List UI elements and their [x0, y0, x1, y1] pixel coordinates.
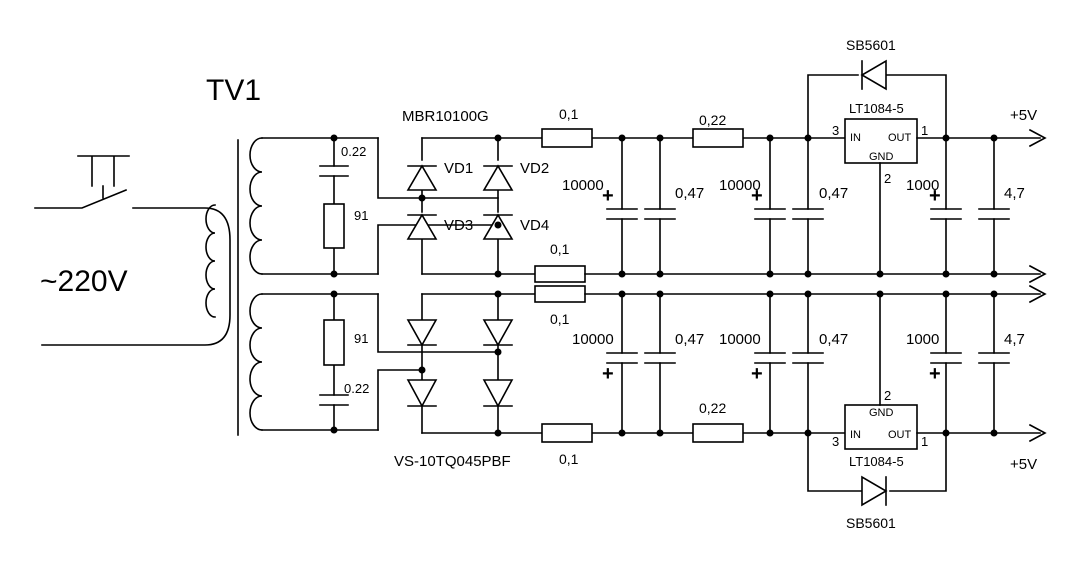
cap-top-6-label: 4,7: [1004, 185, 1025, 202]
reg-bot-gnd-label: GND: [869, 407, 894, 419]
junction-dots: [330, 134, 998, 437]
cap-bot-3-label: 10000: [719, 331, 761, 348]
bottom-rail: [497, 293, 1047, 507]
res-mid-a-label: 0,1: [550, 241, 570, 257]
transformer-tv1: [205, 137, 379, 436]
snubber-top-res-label: 91: [354, 208, 368, 223]
output-top-label: +5V: [1010, 107, 1037, 124]
vd3-label: VD3: [444, 217, 473, 234]
reg-bot-pin-gnd: 2: [884, 388, 891, 403]
bridge-top-part-label: MBR10100G: [402, 108, 489, 125]
snubber-bottom: [319, 293, 349, 431]
reg-top-out-label: OUT: [888, 132, 912, 144]
res-mid-b-label: 0,1: [550, 311, 570, 327]
snubber-bottom-cap-label: 0.22: [344, 381, 369, 396]
cap-top-5-label: 1000: [906, 177, 939, 194]
reg-top-in-label: IN: [850, 132, 861, 144]
reg-bot-part-label: LT1084-5: [849, 454, 904, 469]
res-top-1-label: 0,1: [559, 106, 579, 122]
mains-voltage-label: ~220V: [40, 265, 128, 298]
res-bot-2-label: 0,22: [699, 400, 726, 416]
cap-bot-5-plus: +: [929, 363, 941, 385]
snubber-bottom-res-label: 91: [354, 331, 368, 346]
reg-top-gnd-label: GND: [869, 151, 894, 163]
diode-bot-part-label: SB5601: [846, 515, 896, 531]
cap-top-1-label: 10000: [562, 177, 604, 194]
cap-bot-3-plus: +: [751, 363, 763, 385]
bridge-top: [377, 137, 514, 275]
cap-bot-4-label: 0,47: [819, 331, 848, 348]
reg-top-pin-in: 3: [832, 123, 839, 138]
cap-top-1-plus: +: [602, 185, 614, 207]
vd1-label: VD1: [444, 160, 473, 177]
res-bot-1-label: 0,1: [559, 451, 579, 467]
output-bot-label: +5V: [1010, 456, 1037, 473]
cap-top-3-label: 10000: [719, 177, 761, 194]
cap-top-2-label: 0,47: [675, 185, 704, 202]
snubber-top: [319, 137, 349, 275]
bridge-bottom-part-label: VS-10TQ045PBF: [394, 453, 511, 470]
reg-bot-pin-in: 3: [832, 434, 839, 449]
snubber-top-cap-label: 0.22: [341, 144, 366, 159]
common-rails: [421, 264, 1047, 304]
transformer-label: TV1: [206, 74, 261, 107]
bridge-bottom: [377, 293, 514, 434]
vd4-label: VD4: [520, 217, 549, 234]
cap-top-4-label: 0,47: [819, 185, 848, 202]
reg-bot-in-label: IN: [850, 429, 861, 441]
res-top-2-label: 0,22: [699, 112, 726, 128]
cap-top-3-plus: +: [751, 185, 763, 207]
vd2-label: VD2: [520, 160, 549, 177]
cap-top-5-plus: +: [929, 185, 941, 207]
mains-switch: [34, 155, 231, 346]
cap-bot-2-label: 0,47: [675, 331, 704, 348]
reg-top-pin-out: 1: [921, 123, 928, 138]
top-rail: [497, 59, 1047, 275]
cap-bot-6-label: 4,7: [1004, 331, 1025, 348]
cap-bot-1-plus: +: [602, 363, 614, 385]
reg-top-pin-gnd: 2: [884, 171, 891, 186]
reg-bot-out-label: OUT: [888, 429, 912, 441]
cap-bot-5-label: 1000: [906, 331, 939, 348]
reg-top-part-label: LT1084-5: [849, 101, 904, 116]
cap-bot-1-label: 10000: [572, 331, 614, 348]
diode-top-part-label: SB5601: [846, 37, 896, 53]
reg-bot-pin-out: 1: [921, 434, 928, 449]
